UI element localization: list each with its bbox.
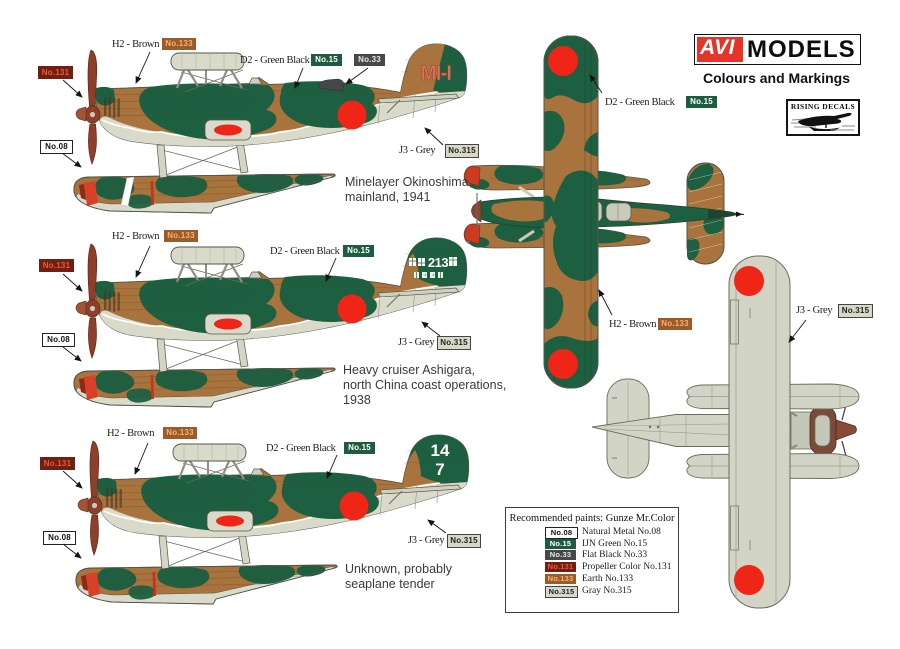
badge-no315-bottom: No.315 <box>838 304 873 318</box>
svg-text:14: 14 <box>431 441 450 460</box>
callout-label-d2-green-black-2: D2 - Green Black <box>270 246 340 257</box>
legend-swatch-no33: No.33 <box>545 550 576 561</box>
brand-avi: AVI <box>700 36 735 59</box>
callout-label-j3-grey-3: J3 - Grey <box>408 535 445 546</box>
legend-row: No.08 Natural Metal No.08 <box>506 527 678 539</box>
legend-title: Recommended paints: Gunze Mr.Color <box>509 513 675 524</box>
badge-no15-top: No.15 <box>686 96 717 108</box>
callout-label-d2-green-black-3: D2 - Green Black <box>266 443 336 454</box>
svg-text:213: 213 <box>428 255 448 270</box>
callout-label-d2-green-black-top: D2 - Green Black <box>605 97 675 108</box>
legend-swatch-no131: No.131 <box>545 562 576 573</box>
rising-decals-title: RISING DECALS <box>790 102 856 111</box>
badge-no133-3: No.133 <box>163 427 197 439</box>
legend-row: No.315 Gray No.315 <box>506 585 678 598</box>
avi-logo-red-block <box>697 37 743 62</box>
badge-no315-1: No.315 <box>445 144 479 158</box>
badge-no133-1: No.133 <box>162 38 196 50</box>
legend-row: No.131 Propeller Color No.131 <box>506 562 678 573</box>
callout-arrows <box>61 51 807 559</box>
paint-legend: Recommended paints: Gunze Mr.Color No.08… <box>505 507 679 613</box>
tail-code-1: MI-I <box>421 62 452 85</box>
legend-swatch-no08: No.08 <box>545 527 578 539</box>
badge-no08-2: No.08 <box>42 333 75 347</box>
rising-decals-plane-icon <box>791 112 855 131</box>
callout-label-j3-grey-2: J3 - Grey <box>398 337 435 348</box>
tail-code-2: 213 <box>409 255 457 278</box>
badge-no15-2: No.15 <box>343 245 374 257</box>
badge-no131-2: No.131 <box>39 259 74 272</box>
badge-no15-3: No.15 <box>344 442 375 454</box>
callout-label-d2-green-black-1: D2 - Green Black <box>240 55 310 66</box>
badge-no33-1: No.33 <box>354 54 385 66</box>
tail-code-3: 14 7 <box>431 441 450 479</box>
callout-label-j3-grey-1: J3 - Grey <box>399 145 436 156</box>
scheme-caption-3: Unknown, probably seaplane tender <box>345 562 453 592</box>
badge-no133-2: No.133 <box>164 230 198 242</box>
legend-row: No.15 IJN Green No.15 <box>506 538 678 550</box>
callout-label-j3-grey-bottom: J3 - Grey <box>796 305 833 316</box>
legend-swatch-no15: No.15 <box>545 538 576 549</box>
legend-swatch-no133: No.133 <box>545 573 576 584</box>
legend-swatch-no315: No.315 <box>545 585 578 598</box>
sheet-subtitle: Colours and Markings <box>702 70 851 86</box>
badge-no08-1: No.08 <box>40 140 73 154</box>
avi-models-logo: AVI MODELS <box>694 34 861 65</box>
badge-no315-3: No.315 <box>447 534 481 548</box>
rising-decals-logo: RISING DECALS <box>786 99 860 136</box>
legend-row: No.133 Earth No.133 <box>506 573 678 585</box>
scheme-caption-2: Heavy cruiser Ashigara, north China coas… <box>343 363 507 408</box>
callout-label-h2-brown-1: H2 - Brown <box>112 39 160 50</box>
badge-no15-1: No.15 <box>311 54 342 66</box>
callout-label-h2-brown-2: H2 - Brown <box>112 231 160 242</box>
badge-no131-1: No.131 <box>38 66 73 79</box>
badge-no315-2: No.315 <box>437 336 471 350</box>
badge-no08-3: No.08 <box>43 531 76 545</box>
badge-no131-3: No.131 <box>40 457 75 470</box>
brand-models: MODELS <box>747 36 856 63</box>
legend-row: No.33 Flat Black No.33 <box>506 550 678 561</box>
scheme-caption-1: Minelayer Okinoshima, mainland, 1941 <box>345 175 473 205</box>
callout-label-h2-brown-3: H2 - Brown <box>107 428 155 439</box>
badge-no133-top: No.133 <box>658 318 692 330</box>
top-view <box>463 35 744 389</box>
side-profile-1 <box>72 42 468 215</box>
callout-label-h2-brown-top: H2 - Brown <box>609 319 657 330</box>
bottom-view <box>591 255 860 609</box>
svg-text:7: 7 <box>435 460 444 479</box>
